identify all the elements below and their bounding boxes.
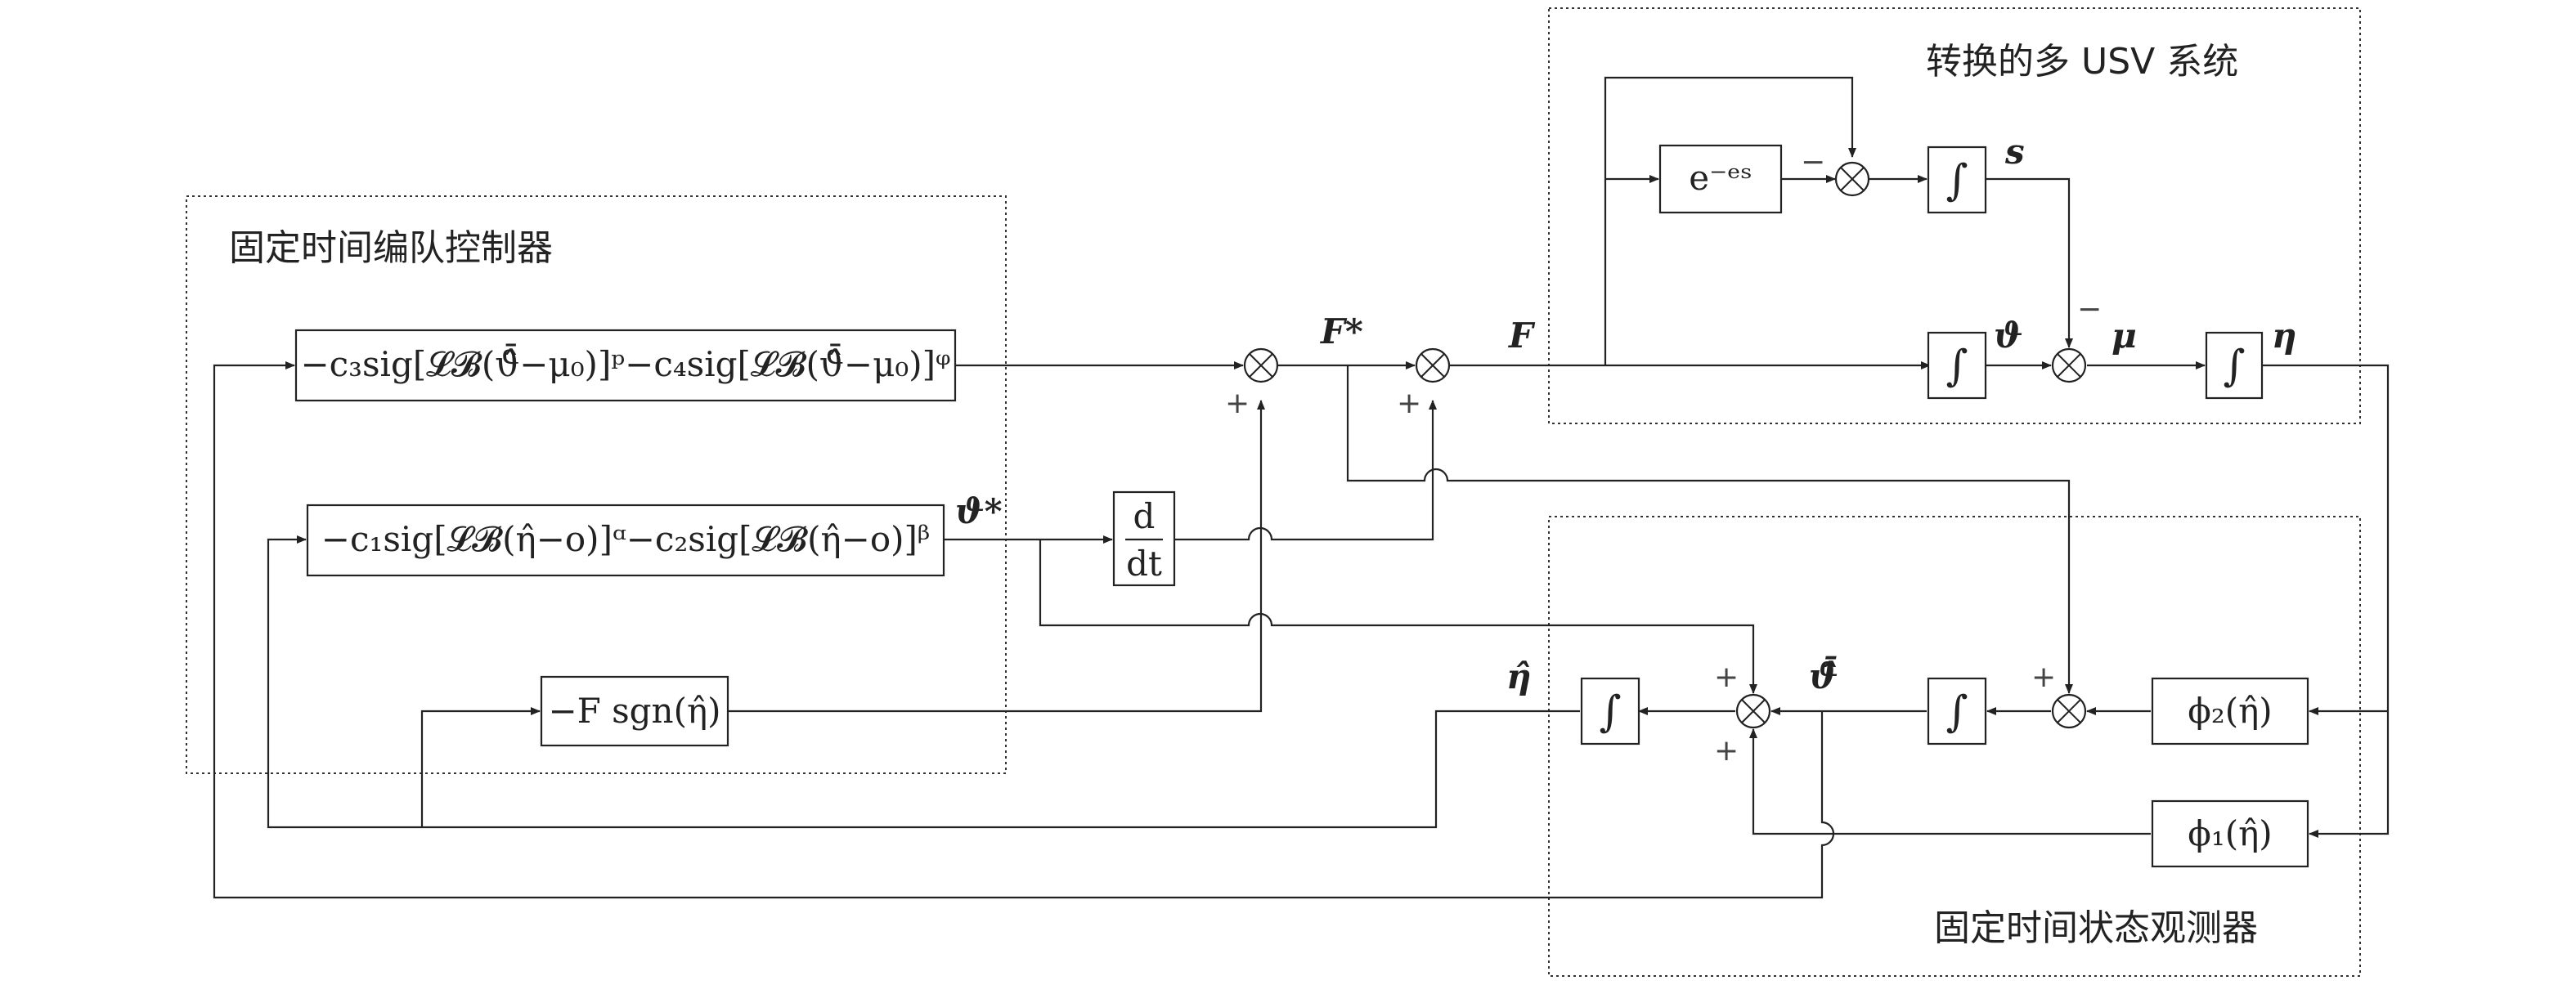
sign-plus-sum2: + <box>1397 387 1421 420</box>
sum-junction-2 <box>1415 347 1451 383</box>
deriv-num: d <box>1133 496 1156 536</box>
ctrl-mid-block: −c₁sig[𝓛𝓑(η̂−o)]ᵅ−c₂sig[𝓛𝓑(η̂−o)]ᵝ <box>306 504 945 577</box>
signal-theta-hat-bar: ϑ̂̄ <box>1809 655 1838 696</box>
signal-F: F <box>1508 316 1536 356</box>
wire-Fstar-down <box>1346 365 2073 694</box>
system-title: 转换的多 USV 系统 <box>1926 41 2238 83</box>
integrator-obs-theta: ∫ <box>1927 677 1987 745</box>
integrator-obs-eta: ∫ <box>1580 677 1640 745</box>
ctrl-top-label: −c₃sig[𝓛𝓑(ϑ̂̄−μ₀)]ᵖ−c₄sig[𝓛𝓑(ϑ̂̄−μ₀)]ᵠ <box>300 343 950 384</box>
sum-junction-mu <box>2051 347 2087 383</box>
wire-F-up <box>1604 76 1856 365</box>
sign-plus-obs-eta-top: + <box>1714 660 1739 694</box>
wire-phi1-to-sumeta <box>1749 728 2151 835</box>
sum-junction-1 <box>1243 347 1279 383</box>
integrator-icon: ∫ <box>1599 687 1621 737</box>
integrator-icon: ∫ <box>1945 156 1968 205</box>
integrator-eta: ∫ <box>2205 331 2264 400</box>
sign-plus-obs-theta: + <box>2031 660 2056 694</box>
phi2-block: ϕ₂(η̂) <box>2151 677 2309 745</box>
signal-s: s <box>2004 132 2025 172</box>
wire-deriv-to-sum2 <box>1174 400 1437 541</box>
system-region <box>1548 7 2361 424</box>
signal-eta-hat: η̂ <box>1506 656 1532 696</box>
phi2-label: ϕ₂(η̂) <box>2188 691 2272 731</box>
integrator-icon: ∫ <box>2223 342 2245 391</box>
wire-etahat-to-sgn <box>420 707 541 827</box>
signal-mu: μ <box>2112 316 2137 356</box>
sum-junction-obs-theta <box>2051 693 2087 729</box>
signal-theta-star: ϑ* <box>955 491 1003 531</box>
observer-title: 固定时间状态观测器 <box>1934 907 2258 949</box>
sum-junction-s <box>1834 161 1870 197</box>
sign-minus-sumS: − <box>1801 146 1825 179</box>
wire-eta-out <box>2262 364 2390 838</box>
ctrl-top-block: −c₃sig[𝓛𝓑(ϑ̂̄−μ₀)]ᵖ−c₄sig[𝓛𝓑(ϑ̂̄−μ₀)]ᵠ <box>294 329 957 402</box>
wire-etahat-feedback <box>267 535 1580 829</box>
wire-s-down <box>1986 177 2073 348</box>
sign-plus-sum1: + <box>1225 387 1250 420</box>
ctrl-sgn-label: −F sgn(η̂) <box>548 691 720 731</box>
sum-junction-obs-eta <box>1735 693 1771 729</box>
ctrl-mid-label: −c₁sig[𝓛𝓑(η̂−o)]ᵅ−c₂sig[𝓛𝓑(η̂−o)]ᵝ <box>321 519 930 559</box>
phi1-label: ϕ₁(η̂) <box>2188 813 2272 853</box>
sign-minus-summu: − <box>2077 293 2102 326</box>
delay-label: e⁻ᵉˢ <box>1689 158 1752 198</box>
derivative-block: d dt <box>1112 490 1176 587</box>
ctrl-sgn-block: −F sgn(η̂) <box>540 675 729 747</box>
signal-theta: ϑ <box>1994 316 2023 356</box>
sign-plus-obs-eta-bottom: + <box>1714 734 1739 768</box>
integrator-icon: ∫ <box>1945 342 1968 391</box>
wire-thetahat-feedback <box>213 361 1835 899</box>
deriv-den: dt <box>1126 544 1162 584</box>
delay-block: e⁻ᵉˢ <box>1658 144 1783 214</box>
signal-F-star: F* <box>1320 311 1363 351</box>
wire-sgn-to-sum1 <box>728 400 1265 713</box>
integrator-icon: ∫ <box>1945 687 1968 737</box>
integrator-theta: ∫ <box>1927 331 1987 400</box>
phi1-block: ϕ₁(η̂) <box>2151 799 2309 868</box>
integrator-s: ∫ <box>1927 146 1987 214</box>
controller-title: 固定时间编队控制器 <box>229 227 553 269</box>
signal-eta: η <box>2272 316 2297 356</box>
